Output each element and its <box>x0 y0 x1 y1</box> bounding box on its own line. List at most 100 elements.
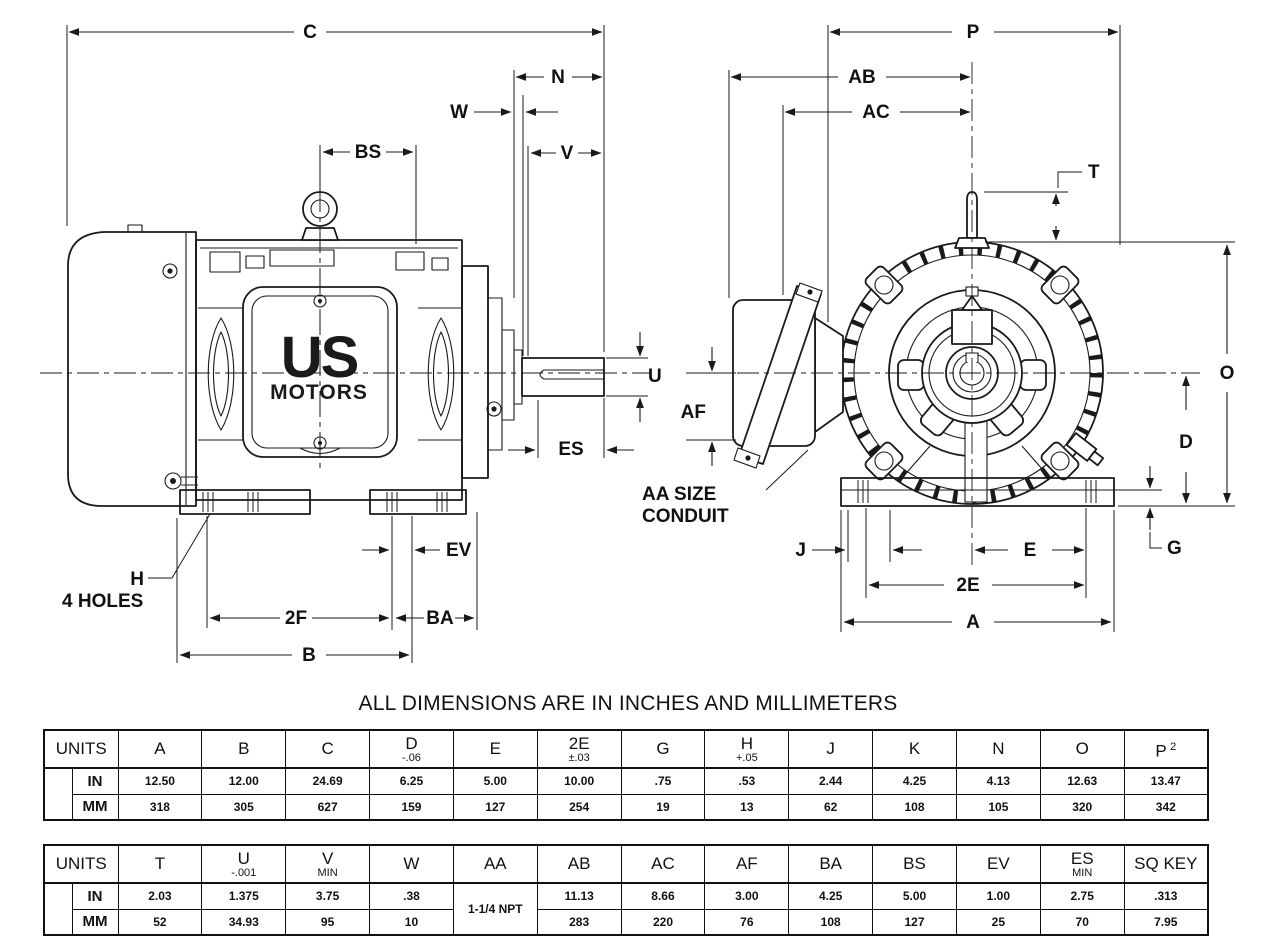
value-cell: .75 <box>620 767 706 795</box>
value-cell: 342 <box>1123 793 1209 821</box>
col-header: SQ KEY <box>1123 844 1209 884</box>
value-cell: 76 <box>704 908 790 936</box>
value-cell: 1.00 <box>955 882 1041 910</box>
value-cell: 127 <box>452 793 538 821</box>
col-header: BA <box>788 844 874 884</box>
dim-label-ev: EV <box>446 540 472 561</box>
dim-label-o: O <box>1220 363 1235 384</box>
row-label: MM <box>71 793 119 821</box>
col-header: E <box>452 729 538 769</box>
dim-label-c: C <box>303 22 317 43</box>
col-header: K <box>872 729 957 769</box>
dim-2f: 2F <box>206 516 390 629</box>
dim-label-es: ES <box>558 439 583 460</box>
value-cell: 108 <box>872 793 957 821</box>
value-cell: 108 <box>788 908 874 936</box>
col-header: W <box>369 844 454 884</box>
value-cell: 4.25 <box>872 767 957 795</box>
dim-label-h: H <box>130 569 144 590</box>
value-cell: 127 <box>872 908 957 936</box>
dim-label-j: J <box>795 540 806 561</box>
shaft-assembly <box>461 265 605 479</box>
dim-n: N <box>513 67 603 298</box>
col-header: A <box>117 729 203 769</box>
value-cell: 12.00 <box>201 767 287 795</box>
col-header: T <box>117 844 203 884</box>
dim-g: G <box>1114 466 1182 559</box>
dim-label-ab: AB <box>848 67 875 88</box>
col-header: H+.05 <box>704 729 790 769</box>
drain-fitting <box>1065 432 1105 467</box>
value-cell: 627 <box>285 793 371 821</box>
merged-npt-cell: 1-1/4 NPT <box>452 882 538 936</box>
engineering-drawing: US MOTORS <box>40 22 1235 666</box>
dim-label-a: A <box>966 612 980 633</box>
dim-j: J <box>795 510 922 562</box>
dimension-table-1: UNITS A B C D-.06 E 2E±.03 G H+.05 J K N… <box>43 729 1209 821</box>
dim-a: A <box>840 510 1115 633</box>
value-cell: 6.25 <box>369 767 454 795</box>
value-cell: 62 <box>788 793 874 821</box>
dim-label-u: U <box>648 366 662 387</box>
value-cell: .38 <box>369 882 454 910</box>
dim-e: E <box>974 508 1087 598</box>
value-cell: 11.13 <box>536 882 622 910</box>
label-aa-size: AA SIZE <box>642 484 716 505</box>
value-cell: 1.375 <box>201 882 287 910</box>
dim-label-ac: AC <box>862 102 890 123</box>
value-cell: 13.47 <box>1123 767 1209 795</box>
callout-mounting-holes: H 4 HOLES <box>62 513 211 612</box>
table1-header-row: UNITS A B C D-.06 E 2E±.03 G H+.05 J K N… <box>43 729 1209 769</box>
us-motors-logo-sub: MOTORS <box>270 381 368 404</box>
shaft-keyway <box>539 369 604 380</box>
dim-label-w: W <box>450 102 468 123</box>
table1-mm-row: MM 318 305 627 159 127 254 19 13 62 108 … <box>44 793 1209 821</box>
value-cell: 283 <box>536 908 622 936</box>
value-cell: 3.75 <box>285 882 371 910</box>
value-cell: 2.03 <box>117 882 203 910</box>
col-header: O <box>1039 729 1125 769</box>
value-cell: 305 <box>201 793 287 821</box>
end-view-feet <box>840 445 1115 507</box>
dim-bs: BS <box>319 142 417 244</box>
label-4-holes: 4 HOLES <box>62 591 143 612</box>
table1-in-row: IN 12.50 12.00 24.69 6.25 5.00 10.00 .75… <box>43 767 1209 821</box>
dim-label-d: D <box>1179 432 1193 453</box>
dim-label-2f: 2F <box>285 608 307 629</box>
col-header: G <box>620 729 706 769</box>
dim-label-p: P <box>967 22 980 43</box>
dim-label-v: V <box>561 143 574 164</box>
col-header: B <box>201 729 287 769</box>
row-label: MM <box>71 908 119 936</box>
col-header: J <box>788 729 874 769</box>
dim-p: P <box>827 22 1121 322</box>
dim-label-t: T <box>1088 162 1100 183</box>
dim-label-n: N <box>551 67 565 88</box>
col-header: P 2 <box>1123 729 1209 769</box>
label-conduit: CONDUIT <box>642 506 729 527</box>
value-cell: 320 <box>1039 793 1125 821</box>
col-header: 2E±.03 <box>536 729 622 769</box>
dim-o: O <box>1118 244 1235 507</box>
fan-cover <box>67 224 198 507</box>
dim-t: T <box>984 162 1235 243</box>
value-cell: 3.00 <box>704 882 790 910</box>
value-cell: 24.69 <box>285 767 371 795</box>
value-cell: 5.00 <box>452 767 538 795</box>
dim-label-af: AF <box>681 402 706 423</box>
col-header: N <box>955 729 1041 769</box>
col-header: D-.06 <box>369 729 454 769</box>
mounting-feet <box>179 489 467 515</box>
dim-d: D <box>1179 375 1193 504</box>
end-view: P AB AC T O <box>642 22 1235 633</box>
value-cell: 34.93 <box>201 908 287 936</box>
value-cell: 70 <box>1039 908 1125 936</box>
dim-w: W <box>450 95 558 356</box>
col-header: AA <box>452 844 538 884</box>
value-cell: 25 <box>955 908 1041 936</box>
blank-cell <box>43 882 73 936</box>
dim-u: U <box>606 332 662 422</box>
